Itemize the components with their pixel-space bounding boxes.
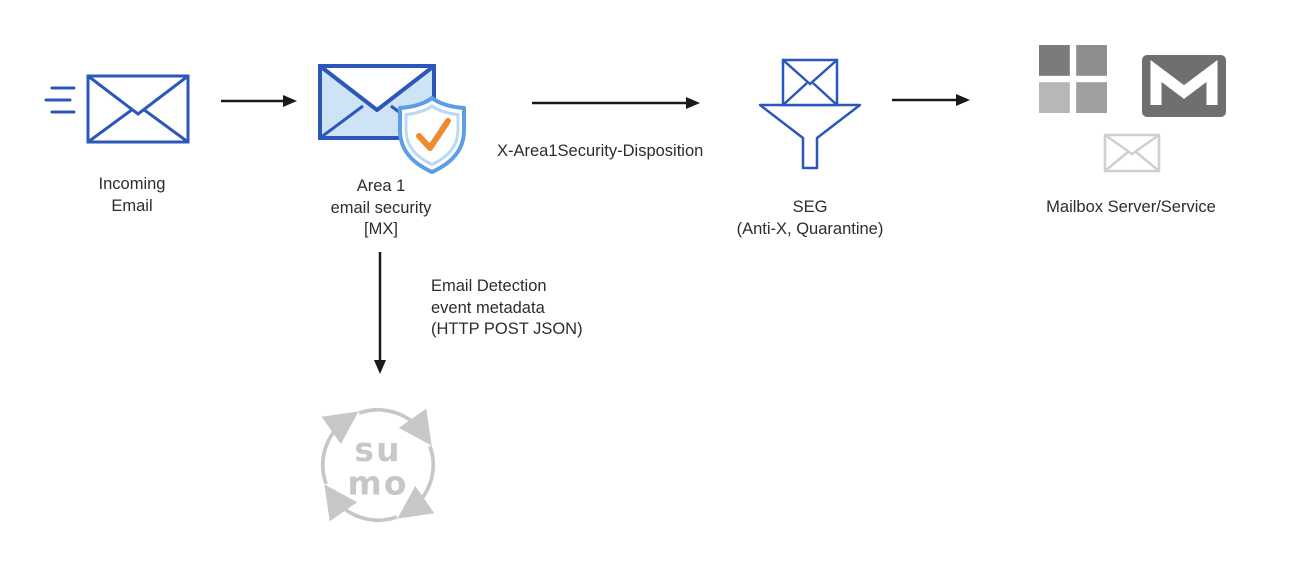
circular-arrows-icon — [320, 407, 436, 523]
shield-check-icon — [398, 96, 466, 174]
seg-label-line1: SEG — [792, 198, 828, 216]
seg-label: SEG (Anti-X, Quarantine) — [705, 197, 915, 240]
area1-label-line3: [MX] — [364, 220, 398, 238]
microsoft-logo-icon — [1039, 45, 1107, 113]
area1-label: Area 1 email security [MX] — [306, 176, 456, 241]
incoming-email-label-line2: Email — [111, 196, 153, 215]
area1-envelope-shield-icon — [318, 64, 468, 176]
metadata-label-line3: (HTTP POST JSON) — [431, 320, 583, 338]
envelope-icon — [86, 74, 190, 144]
seg-envelope-icon — [781, 58, 839, 107]
arrow-area1-to-sumo — [372, 252, 388, 374]
arrow-area1-to-seg — [532, 95, 700, 111]
mailbox-label: Mailbox Server/Service — [1046, 198, 1216, 216]
small-envelope-icon — [1103, 133, 1161, 173]
speed-lines-icon — [44, 86, 76, 114]
checkmark-icon — [416, 118, 451, 151]
metadata-label-line2: event metadata — [431, 298, 545, 317]
metadata-label-line1: Email Detection — [431, 277, 547, 295]
seg-funnel-icon — [758, 58, 862, 172]
disposition-label: X-Area1Security-Disposition — [497, 142, 704, 160]
funnel-shape — [758, 103, 862, 170]
gmail-icon — [1141, 54, 1227, 118]
sumo-wordmark-bottom: mo — [347, 464, 408, 503]
sumo-logic-logo-icon: su mo — [308, 395, 448, 535]
arrow-seg-to-mailbox — [892, 92, 970, 108]
incoming-email-label: Incoming Email — [57, 174, 207, 217]
area1-label-line2: email security — [330, 198, 432, 217]
area1-label-line1: Area 1 — [356, 177, 406, 195]
metadata-label: Email Detection event metadata (HTTP POS… — [431, 276, 583, 341]
seg-label-line2: (Anti-X, Quarantine) — [736, 219, 884, 238]
incoming-email-icon — [44, 74, 194, 146]
sumo-wordmark-top: su — [354, 430, 401, 469]
arrow-incoming-to-area1 — [221, 93, 297, 109]
incoming-email-label-line1: Incoming — [98, 175, 166, 193]
